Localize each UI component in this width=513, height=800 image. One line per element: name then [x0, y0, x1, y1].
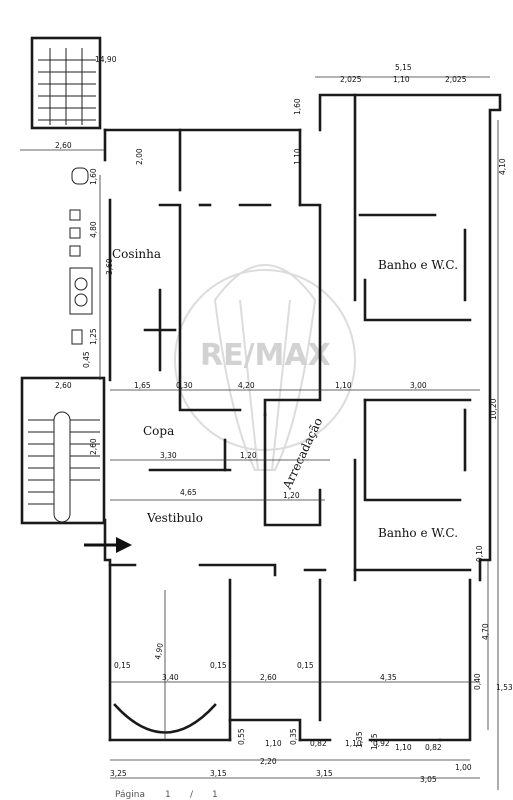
room-label-banho-top: Banho e W.C.: [378, 258, 458, 272]
dim-label: 1,60: [89, 168, 98, 185]
dim-label: 1,20: [283, 491, 300, 500]
dim-label: 2,60: [260, 673, 277, 682]
page-separator: /: [190, 790, 194, 800]
dim-label: 1,25: [89, 328, 98, 345]
dim-label: 4,35: [380, 673, 397, 682]
dim-label: 0,82: [425, 743, 442, 752]
dim-label: 3,30: [160, 451, 177, 460]
interior-walls: [108, 93, 472, 722]
dim-label: 0,92: [373, 739, 390, 748]
dim-label: 2,60: [55, 381, 72, 390]
dim-label: 1,10: [393, 75, 410, 84]
dim-label: 0,30: [176, 381, 193, 390]
dim-label: 4,90: [153, 642, 165, 660]
dim-label: 2,00: [135, 148, 144, 165]
dim-label: 1,20: [240, 451, 257, 460]
page-footer: Página 1 / 1: [115, 790, 218, 800]
dim-label: 0,15: [114, 661, 131, 670]
dim-label: 3,00: [410, 381, 427, 390]
dim-label: 0,10: [475, 545, 484, 562]
dim-label: 5,15: [395, 63, 412, 72]
dim-label: 1,10: [335, 381, 352, 390]
dim-label: 2,025: [445, 75, 467, 84]
entrance-arrow-icon: [84, 537, 132, 553]
dim-label: 1,65: [134, 381, 151, 390]
dim-label: 1,35: [355, 731, 364, 748]
kitchen-fixtures: [69, 167, 93, 345]
page-label: Página: [115, 790, 145, 800]
dim-label: 2,025: [340, 75, 362, 84]
page-total: 1: [212, 790, 218, 800]
dim-label: 1,00: [455, 763, 472, 772]
stair-top: [30, 36, 102, 130]
room-label-arrecadacao: Arrecadação: [280, 416, 326, 493]
dim-label: 0,40: [473, 673, 482, 690]
room-label-banho-bottom: Banho e W.C.: [378, 526, 458, 540]
dim-label: 4,10: [498, 158, 507, 175]
dim-label: 2,60: [55, 141, 72, 150]
dim-label: 0,55: [237, 728, 246, 745]
dim-label: 0,35: [289, 728, 298, 745]
outer-walls: [103, 93, 502, 742]
dim-label: 14,90: [95, 55, 117, 64]
page-number: 1: [165, 790, 171, 800]
dim-label: 1,53: [496, 683, 513, 692]
dim-label: 0,15: [297, 661, 314, 670]
dim-label: 2,20: [260, 757, 277, 766]
dim-label: 3,60: [105, 258, 114, 275]
dim-label: 1,10: [293, 148, 302, 165]
dim-label: 10,20: [489, 398, 498, 420]
dim-label: 4,65: [180, 488, 197, 497]
dim-label: 3,05: [420, 775, 437, 784]
dim-label: 0,15: [210, 661, 227, 670]
dim-label: 0,45: [82, 351, 91, 368]
room-label-cozinha: Cosinha: [112, 247, 161, 261]
dim-label: 1,10: [345, 739, 362, 748]
room-label-vestibulo: Vestibulo: [146, 511, 203, 525]
dim-label: 4,80: [89, 221, 98, 238]
dim-label: 1,25: [370, 733, 379, 750]
dim-label: 3,15: [210, 769, 227, 778]
dim-label: 3,25: [110, 769, 127, 778]
dim-label: 1,60: [293, 98, 302, 115]
dim-label: 1,10: [265, 739, 282, 748]
dim-label: 1,10: [395, 743, 412, 752]
dim-label: 3,15: [316, 769, 333, 778]
stair-left: [20, 376, 106, 525]
dim-label: 2,60: [89, 438, 98, 455]
dim-label: 0,82: [310, 739, 327, 748]
dim-label: 4,70: [481, 623, 490, 640]
dim-label: 4,20: [238, 381, 255, 390]
dimension-lines: [20, 76, 499, 790]
room-label-copa: Copa: [143, 424, 174, 438]
dim-label: 3,40: [162, 673, 179, 682]
watermark-text: RE/MAX: [200, 338, 331, 373]
